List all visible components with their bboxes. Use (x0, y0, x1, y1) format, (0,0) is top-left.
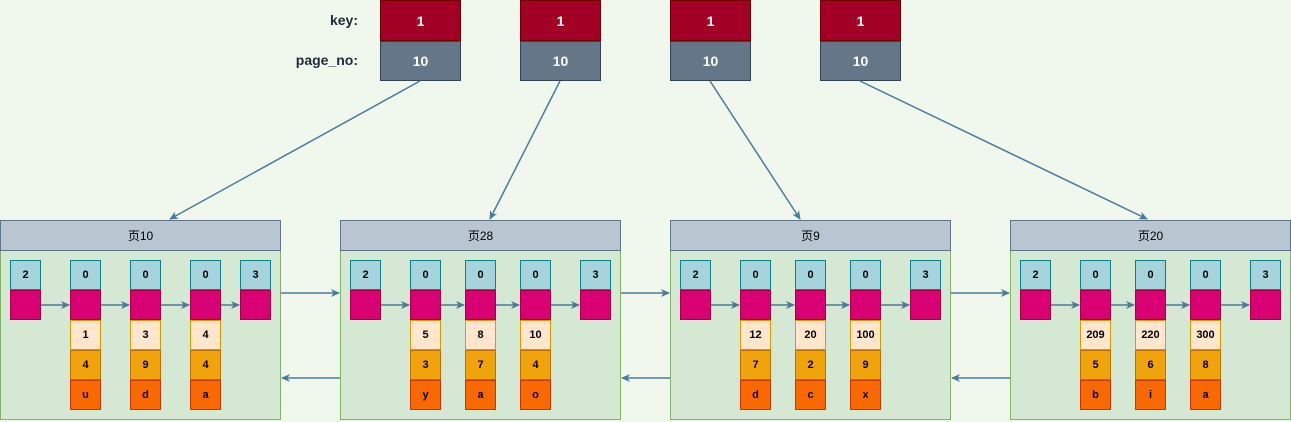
record-value-cell: 6 (1135, 350, 1166, 380)
record-key-cell: 220 (1135, 320, 1166, 350)
record-char-cell: d (130, 380, 161, 410)
header-count-cell: 3 (240, 260, 271, 290)
header-count-cell: 0 (795, 260, 826, 290)
index-page-no-cell: 10 (520, 41, 601, 81)
record-key-cell: 8 (465, 320, 496, 350)
index-arrow (709, 80, 801, 220)
record-value-cell: 5 (1080, 350, 1111, 380)
header-count-cell: 0 (1190, 260, 1221, 290)
header-count-cell: 0 (465, 260, 496, 290)
index-arrow (859, 80, 1148, 220)
record-char-cell: i (1135, 380, 1166, 410)
pointer-cell (1135, 290, 1166, 320)
record-char-cell: o (520, 380, 551, 410)
record-value-cell: 4 (190, 350, 221, 380)
record-value-cell: 8 (1190, 350, 1221, 380)
index-page-no-cell: 10 (670, 41, 751, 81)
header-count-cell: 2 (680, 260, 711, 290)
record-key-cell: 3 (130, 320, 161, 350)
record-char-cell: b (1080, 380, 1111, 410)
pointer-cell (410, 290, 441, 320)
index-page-no-cell: 10 (820, 41, 901, 81)
header-count-cell: 0 (410, 260, 441, 290)
record-key-cell: 209 (1080, 320, 1111, 350)
page-title: 页9 (670, 220, 951, 251)
pointer-cell (240, 290, 271, 320)
record-key-cell: 10 (520, 320, 551, 350)
header-count-cell: 0 (850, 260, 881, 290)
record-value-cell: 9 (130, 350, 161, 380)
record-char-cell: x (850, 380, 881, 410)
pointer-cell (465, 290, 496, 320)
pointer-cell (350, 290, 381, 320)
pointer-cell (190, 290, 221, 320)
page-title: 页10 (0, 220, 281, 251)
pointer-cell (70, 290, 101, 320)
record-key-cell: 5 (410, 320, 441, 350)
header-count-cell: 2 (350, 260, 381, 290)
record-key-cell: 4 (190, 320, 221, 350)
header-count-cell: 3 (910, 260, 941, 290)
pointer-cell (580, 290, 611, 320)
index-page-no-cell: 10 (380, 41, 461, 81)
record-value-cell: 2 (795, 350, 826, 380)
record-value-cell: 3 (410, 350, 441, 380)
record-char-cell: d (740, 380, 771, 410)
pointer-cell (10, 290, 41, 320)
pointer-cell (850, 290, 881, 320)
index-key-cell: 1 (670, 0, 751, 41)
header-count-cell: 0 (130, 260, 161, 290)
pointer-cell (795, 290, 826, 320)
record-value-cell: 4 (520, 350, 551, 380)
pointer-cell (520, 290, 551, 320)
record-char-cell: u (70, 380, 101, 410)
header-count-cell: 2 (1020, 260, 1051, 290)
header-count-cell: 0 (70, 260, 101, 290)
record-key-cell: 100 (850, 320, 881, 350)
record-char-cell: a (1190, 380, 1221, 410)
header-count-cell: 0 (740, 260, 771, 290)
record-char-cell: c (795, 380, 826, 410)
record-key-cell: 1 (70, 320, 101, 350)
pointer-cell (1020, 290, 1051, 320)
record-value-cell: 4 (70, 350, 101, 380)
header-count-cell: 0 (520, 260, 551, 290)
index-arrow (489, 80, 561, 220)
header-count-cell: 0 (190, 260, 221, 290)
header-count-cell: 3 (1250, 260, 1281, 290)
record-value-cell: 7 (465, 350, 496, 380)
header-count-cell: 0 (1135, 260, 1166, 290)
record-char-cell: a (465, 380, 496, 410)
pointer-cell (740, 290, 771, 320)
record-value-cell: 7 (740, 350, 771, 380)
index-key-cell: 1 (520, 0, 601, 41)
pointer-cell (1250, 290, 1281, 320)
header-count-cell: 0 (1080, 260, 1111, 290)
record-key-cell: 12 (740, 320, 771, 350)
header-count-cell: 3 (580, 260, 611, 290)
record-key-cell: 300 (1190, 320, 1221, 350)
index-key-cell: 1 (820, 0, 901, 41)
index-arrow (169, 80, 421, 220)
record-char-cell: a (190, 380, 221, 410)
pointer-cell (680, 290, 711, 320)
index-key-cell: 1 (380, 0, 461, 41)
pointer-cell (130, 290, 161, 320)
page-title: 页20 (1010, 220, 1291, 251)
pointer-cell (1080, 290, 1111, 320)
key-label: key: (329, 12, 358, 28)
pointer-cell (1190, 290, 1221, 320)
pointer-cell (910, 290, 941, 320)
page-title: 页28 (340, 220, 621, 251)
record-key-cell: 20 (795, 320, 826, 350)
record-value-cell: 9 (850, 350, 881, 380)
header-count-cell: 2 (10, 260, 41, 290)
record-char-cell: y (410, 380, 441, 410)
page-no-label: page_no: (295, 52, 358, 68)
